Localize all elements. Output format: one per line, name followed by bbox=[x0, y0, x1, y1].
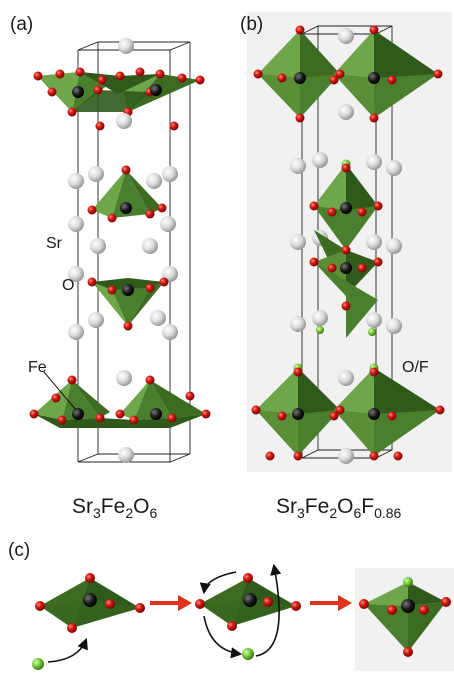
sr-atom-label: Sr bbox=[46, 235, 63, 252]
step2-rotation-arrow-bottom bbox=[203, 615, 243, 659]
step1-fluorine bbox=[32, 658, 44, 670]
formula-a: Sr3Fe2O6 bbox=[72, 495, 157, 521]
step1-approach-arrow bbox=[47, 637, 88, 663]
red-arrow-1 bbox=[150, 595, 192, 611]
sr-atom-b-top bbox=[338, 28, 354, 44]
panel-b-tag: (b) bbox=[240, 14, 263, 35]
result-octahedron bbox=[359, 577, 451, 657]
top-oxygen-a bbox=[33, 67, 205, 131]
top-octahedra-b bbox=[253, 25, 443, 123]
step2-fluorine bbox=[242, 648, 254, 660]
fe-atom-label: Fe bbox=[28, 359, 47, 376]
fe-pointer-line bbox=[43, 371, 77, 411]
panel-a-structure bbox=[29, 38, 211, 463]
o-atom-label: O bbox=[62, 277, 74, 294]
step2-rotation-arrow-right bbox=[255, 563, 282, 657]
of-atom-label: O/F bbox=[402, 359, 429, 376]
mid-pyramid-a-2 bbox=[87, 277, 169, 331]
panel-a-tag: (a) bbox=[10, 14, 33, 35]
step1-pyramid bbox=[35, 573, 145, 633]
sr-atom-a-upper bbox=[116, 113, 132, 129]
bottom-pyramid-layer-a bbox=[29, 375, 211, 428]
sr-layer-a-1 bbox=[68, 166, 178, 189]
sr-layer-a-2 bbox=[68, 216, 178, 282]
sr-atom-b-bottom bbox=[338, 448, 354, 464]
sr-atom-a-bottom bbox=[118, 447, 134, 463]
top-iron-a bbox=[72, 84, 162, 98]
red-arrow-2 bbox=[310, 595, 352, 611]
mid-octahedra-b bbox=[309, 159, 383, 338]
step2-pyramid bbox=[195, 573, 301, 631]
step2-rotation-arrow-left bbox=[199, 571, 237, 595]
sr-layer-a-3 bbox=[68, 310, 178, 386]
sr-atom-a-top bbox=[118, 38, 134, 54]
sr-layer-b-2 bbox=[290, 310, 402, 386]
sr-atom-b-upper bbox=[338, 104, 354, 120]
panel-b-structure bbox=[251, 25, 445, 464]
bottom-octahedra-b bbox=[251, 363, 445, 461]
panel-c-tag: (c) bbox=[8, 540, 30, 561]
formula-b: Sr3Fe2O6F0.86 bbox=[276, 495, 402, 521]
mid-pyramid-a-1 bbox=[87, 165, 167, 223]
